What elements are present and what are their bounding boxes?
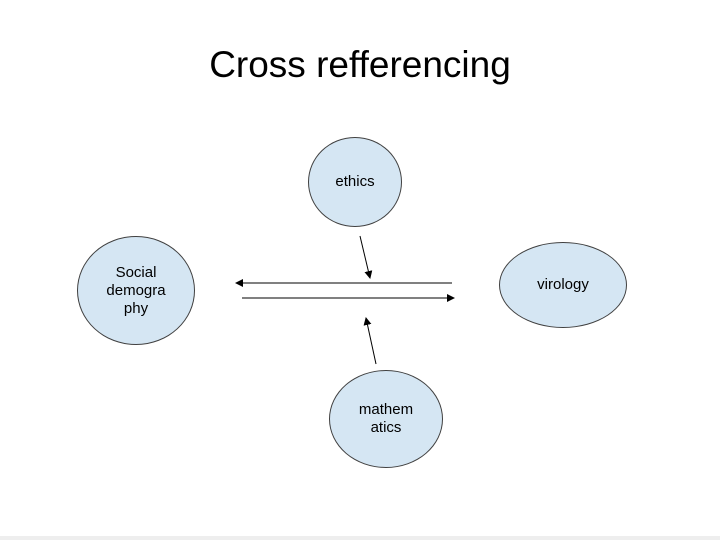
node-mathematics: mathem atics bbox=[329, 370, 443, 468]
node-mathematics-label: mathem atics bbox=[358, 401, 414, 436]
node-ethics-label: ethics bbox=[335, 173, 375, 190]
slide-bottom-edge bbox=[0, 536, 720, 540]
node-social-demography: Social demogra phy bbox=[77, 236, 195, 345]
arrow-from-ethics bbox=[359, 235, 373, 279]
arrow-from-mathematics bbox=[363, 317, 377, 365]
slide-title: Cross refferencing bbox=[209, 44, 511, 85]
node-ethics: ethics bbox=[308, 137, 402, 227]
node-virology: virology bbox=[499, 242, 627, 328]
node-social-demography-label: Social demogra phy bbox=[106, 263, 166, 317]
node-virology-label: virology bbox=[537, 276, 589, 293]
